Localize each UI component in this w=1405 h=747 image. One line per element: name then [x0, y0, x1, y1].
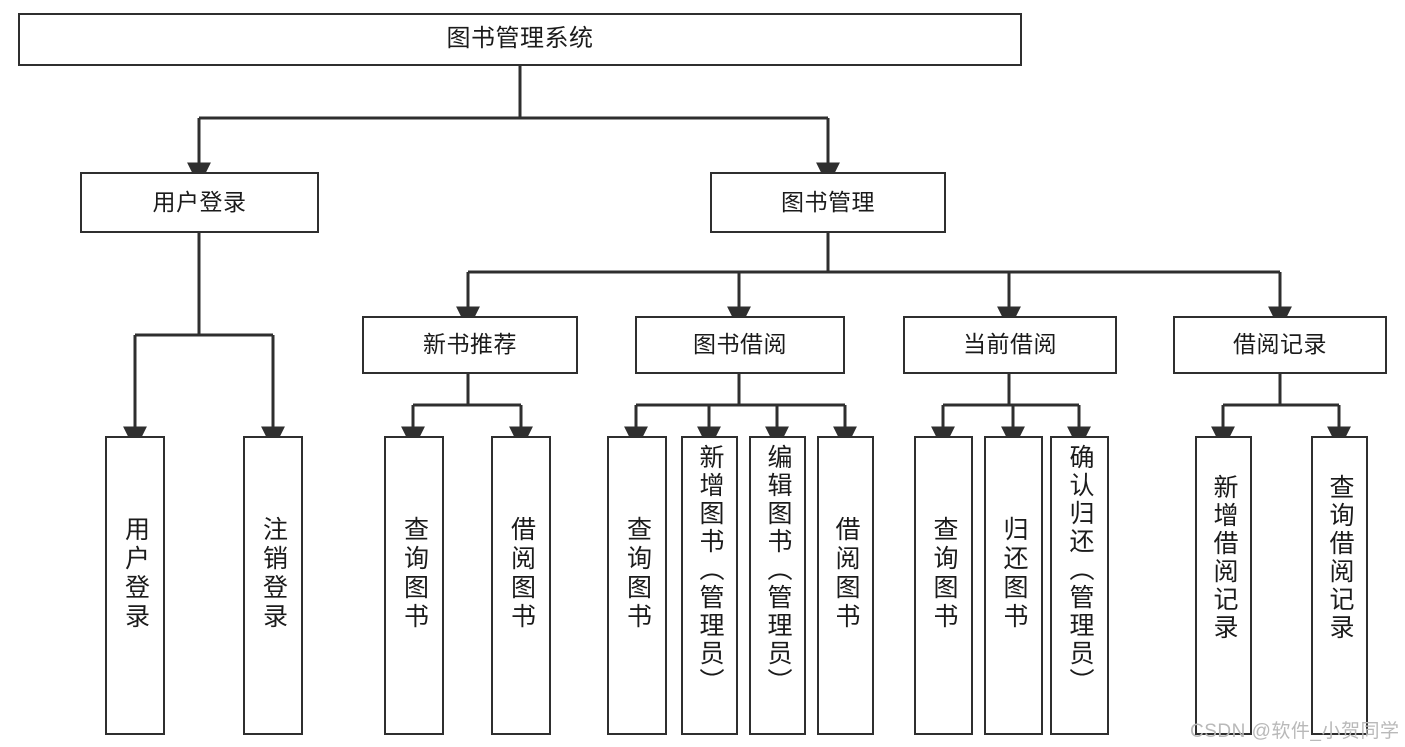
- csdn-watermark: CSDN @软件_小贺同学: [1190, 721, 1400, 742]
- leaf-edit-book-admin-label: 编辑图书（管理员）: [764, 444, 792, 696]
- leaf-confirm-return-admin-label: 确认归还（管理员）: [1066, 444, 1094, 696]
- leaf-borrow-book-bb-label: 借阅图书: [832, 516, 860, 632]
- node-borrow-record[interactable]: 借阅记录: [1173, 316, 1387, 374]
- leaf-query-book-nb-label: 查询图书: [400, 516, 429, 632]
- node-new-book-recommend[interactable]: 新书推荐: [362, 316, 578, 374]
- leaf-query-borrow-record[interactable]: 查询借阅记录: [1311, 436, 1368, 735]
- leaf-query-book-bb-label: 查询图书: [623, 516, 652, 632]
- leaf-confirm-return-admin[interactable]: 确认归还（管理员）: [1050, 436, 1109, 735]
- node-book-management-label: 图书管理: [781, 188, 875, 215]
- leaf-add-borrow-record[interactable]: 新增借阅记录: [1195, 436, 1252, 735]
- leaf-query-book-cb[interactable]: 查询图书: [914, 436, 973, 735]
- leaf-query-book-nb[interactable]: 查询图书: [384, 436, 444, 735]
- node-user-login[interactable]: 用户登录: [80, 172, 319, 233]
- leaf-logout-label: 注销登录: [259, 516, 288, 632]
- node-root[interactable]: 图书管理系统: [18, 13, 1022, 66]
- leaf-user-login[interactable]: 用户登录: [105, 436, 165, 735]
- leaf-query-book-bb[interactable]: 查询图书: [607, 436, 667, 735]
- node-borrow-record-label: 借阅记录: [1233, 331, 1327, 358]
- node-current-borrow[interactable]: 当前借阅: [903, 316, 1117, 374]
- leaf-return-book-label: 归还图书: [1000, 516, 1028, 632]
- leaf-borrow-book-bb[interactable]: 借阅图书: [817, 436, 874, 735]
- leaf-borrow-book-nb-label: 借阅图书: [507, 516, 536, 632]
- node-new-book-recommend-label: 新书推荐: [423, 331, 517, 358]
- leaf-add-book-admin[interactable]: 新增图书（管理员）: [681, 436, 738, 735]
- leaf-add-borrow-record-label: 新增借阅记录: [1210, 474, 1238, 642]
- leaf-return-book[interactable]: 归还图书: [984, 436, 1043, 735]
- leaf-add-book-admin-label: 新增图书（管理员）: [696, 444, 724, 696]
- leaf-borrow-book-nb[interactable]: 借阅图书: [491, 436, 551, 735]
- node-book-management[interactable]: 图书管理: [710, 172, 946, 233]
- node-user-login-label: 用户登录: [152, 188, 247, 215]
- leaf-edit-book-admin[interactable]: 编辑图书（管理员）: [749, 436, 806, 735]
- node-book-borrow[interactable]: 图书借阅: [635, 316, 845, 374]
- node-root-label: 图书管理系统: [446, 25, 594, 53]
- leaf-query-book-cb-label: 查询图书: [930, 516, 958, 632]
- node-current-borrow-label: 当前借阅: [963, 331, 1057, 358]
- leaf-query-borrow-record-label: 查询借阅记录: [1326, 474, 1354, 642]
- leaf-logout[interactable]: 注销登录: [243, 436, 303, 735]
- leaf-user-login-label: 用户登录: [121, 516, 150, 632]
- node-book-borrow-label: 图书借阅: [693, 331, 787, 358]
